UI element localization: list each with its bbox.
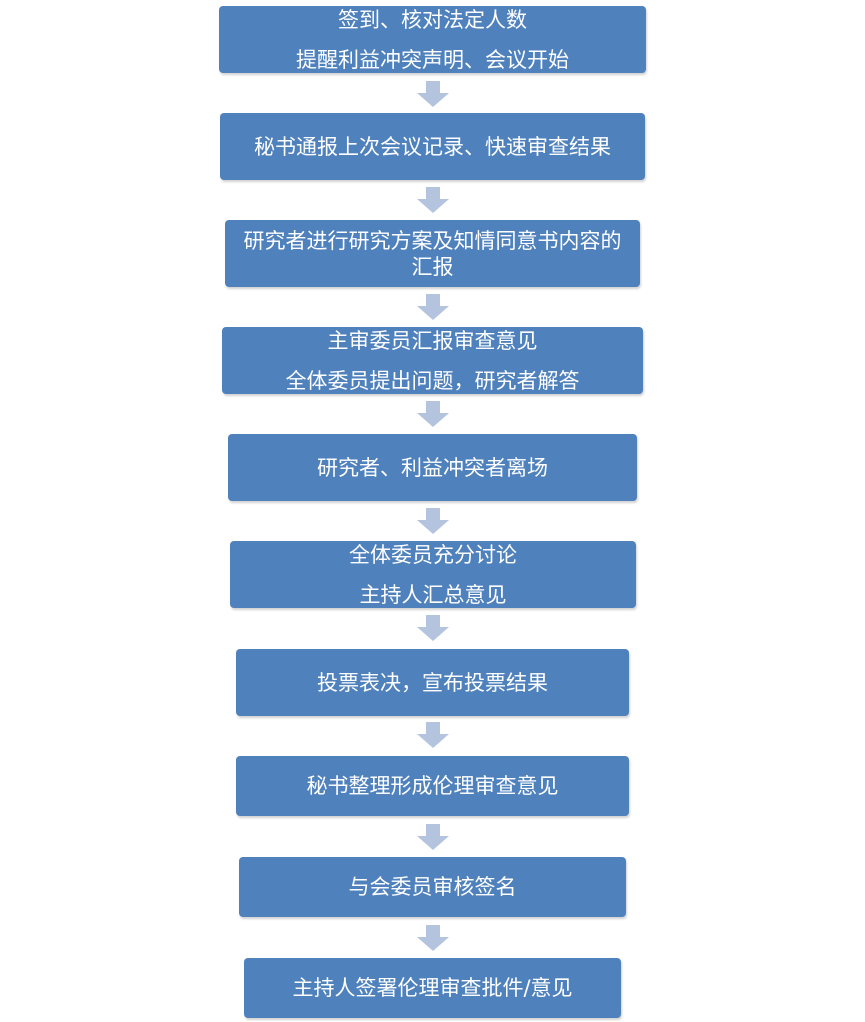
step-line: 研究者进行研究方案及知情同意书内容的汇报 xyxy=(243,228,622,279)
step-line: 研究者、利益冲突者离场 xyxy=(317,455,548,480)
step-line: 全体委员充分讨论 xyxy=(349,542,517,567)
step-chair-sign-approval: 主持人签署伦理审查批件/意见 xyxy=(244,958,621,1018)
step-sign-in-quorum: 签到、核对法定人数 提醒利益冲突声明、会议开始 xyxy=(219,6,646,73)
step-line: 主持人签署伦理审查批件/意见 xyxy=(292,976,573,1000)
down-arrow-icon xyxy=(417,925,449,951)
step-line: 提醒利益冲突声明、会议开始 xyxy=(296,47,569,72)
step-line: 主审委员汇报审查意见 xyxy=(327,328,538,353)
step-line: 签到、核对法定人数 xyxy=(338,7,527,32)
down-arrow-icon xyxy=(417,294,449,320)
step-members-sign: 与会委员审核签名 xyxy=(239,857,626,917)
down-arrow-icon xyxy=(417,81,449,107)
down-arrow-icon xyxy=(417,508,449,534)
down-arrow-icon xyxy=(417,824,449,850)
step-line: 投票表决，宣布投票结果 xyxy=(317,670,548,695)
down-arrow-icon xyxy=(417,187,449,213)
step-secretary-report: 秘书通报上次会议记录、快速审查结果 xyxy=(220,113,645,180)
step-line: 主持人汇总意见 xyxy=(359,582,507,607)
step-discussion: 全体委员充分讨论 主持人汇总意见 xyxy=(230,541,636,608)
step-line: 全体委员提出问题，研究者解答 xyxy=(285,368,580,393)
down-arrow-icon xyxy=(417,615,449,641)
step-conflict-leave: 研究者、利益冲突者离场 xyxy=(228,434,637,501)
step-line: 与会委员审核签名 xyxy=(348,875,517,899)
step-reviewer-opinion: 主审委员汇报审查意见 全体委员提出问题，研究者解答 xyxy=(222,327,643,394)
step-compile-opinion: 秘书整理形成伦理审查意见 xyxy=(236,756,629,816)
step-line: 秘书整理形成伦理审查意见 xyxy=(306,774,559,798)
down-arrow-icon xyxy=(417,401,449,427)
step-researcher-presentation: 研究者进行研究方案及知情同意书内容的汇报 xyxy=(225,220,640,287)
step-line: 秘书通报上次会议记录、快速审查结果 xyxy=(254,134,611,159)
step-vote: 投票表决，宣布投票结果 xyxy=(236,649,629,716)
down-arrow-icon xyxy=(417,722,449,748)
